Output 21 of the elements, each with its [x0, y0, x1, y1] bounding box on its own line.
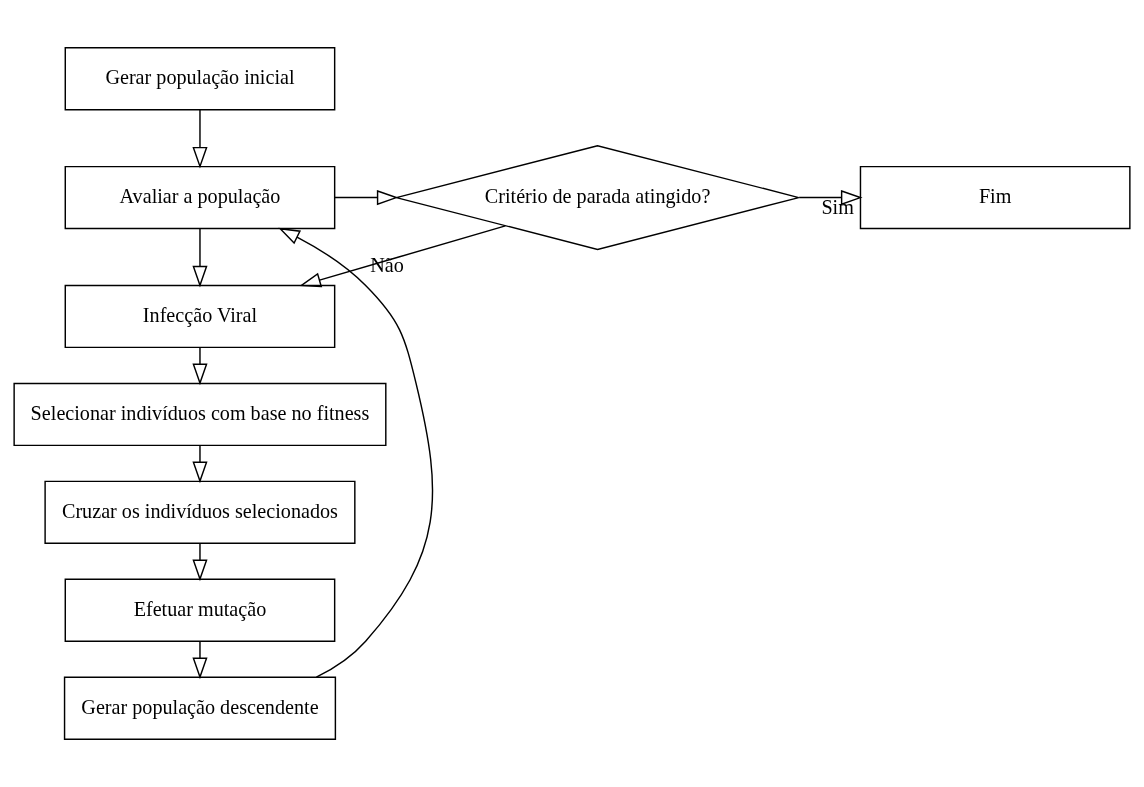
arrow: [299, 225, 507, 288]
arrow: [192, 444, 208, 484]
node-box: Cruzar os indivíduos selecionados: [44, 480, 356, 545]
node-box: Efetuar mutação: [64, 578, 336, 642]
arrow: [192, 542, 208, 582]
arrow: [192, 640, 208, 680]
edge-label: Não: [370, 253, 404, 276]
node-box: Gerar população descendente: [63, 676, 337, 740]
node-diamond: Critério de parada atingido?: [395, 144, 800, 251]
node-box: Avaliar a população: [64, 165, 336, 230]
arrow: [192, 109, 208, 169]
arrow: [798, 190, 863, 206]
arrow: [278, 227, 434, 678]
edge-label: Sim: [821, 195, 854, 218]
arrow: [192, 228, 208, 288]
node-box: Gerar população inicial: [64, 47, 336, 111]
node-box: Selecionar indivíduos com base no fitness: [13, 382, 387, 447]
node-box: Infecção Viral: [64, 284, 336, 349]
arrow: [334, 190, 399, 206]
node-box: Fim: [859, 165, 1131, 230]
arrow: [192, 346, 208, 386]
